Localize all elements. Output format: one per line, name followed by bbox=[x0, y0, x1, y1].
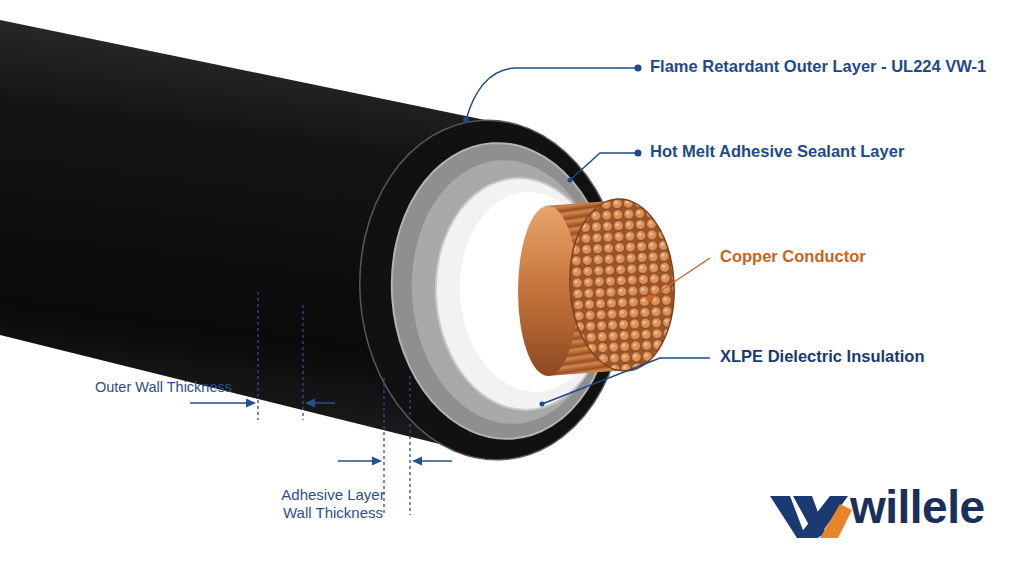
dimension-arrows bbox=[190, 399, 452, 466]
dimension-arrow bbox=[190, 402, 250, 404]
dimension-label: Adhesive Layer Wall Thickness bbox=[272, 486, 394, 522]
extension-line bbox=[302, 305, 303, 420]
dimension-arrow bbox=[338, 460, 376, 462]
logo-text: willele bbox=[850, 484, 985, 530]
extension-line bbox=[257, 292, 258, 420]
copper-conductor-base bbox=[518, 206, 578, 376]
arrow-head bbox=[246, 399, 256, 408]
arrow-head bbox=[372, 457, 382, 466]
logo-stroke bbox=[820, 504, 852, 538]
dimension-label: Outer Wall Thickness bbox=[95, 379, 232, 396]
callout-label: XLPE Dielectric Insulation bbox=[720, 347, 924, 367]
leader-dot bbox=[635, 65, 642, 72]
leader-dot bbox=[568, 178, 573, 183]
arrow-head bbox=[412, 457, 422, 466]
leader-line bbox=[542, 358, 710, 404]
leader-dot bbox=[540, 402, 545, 407]
callout-label: Hot Melt Adhesive Sealant Layer bbox=[650, 142, 904, 162]
callout-label: Copper Conductor bbox=[720, 247, 866, 267]
leader-dot bbox=[635, 150, 642, 157]
copper-strands bbox=[566, 196, 679, 373]
extension-line bbox=[409, 376, 410, 515]
dimension-arrow bbox=[418, 460, 452, 462]
callout-label: Flame Retardant Outer Layer - UL224 VW-1 bbox=[650, 57, 986, 77]
leader-dot bbox=[647, 295, 654, 302]
leader-line bbox=[466, 68, 638, 120]
leader-line bbox=[570, 153, 638, 180]
dimension-extension-lines bbox=[258, 292, 410, 515]
leader-line bbox=[650, 258, 710, 298]
leader-dot bbox=[463, 117, 469, 123]
leader-lines bbox=[466, 68, 710, 404]
arrow-head bbox=[305, 399, 315, 408]
logo-mark bbox=[770, 496, 852, 538]
